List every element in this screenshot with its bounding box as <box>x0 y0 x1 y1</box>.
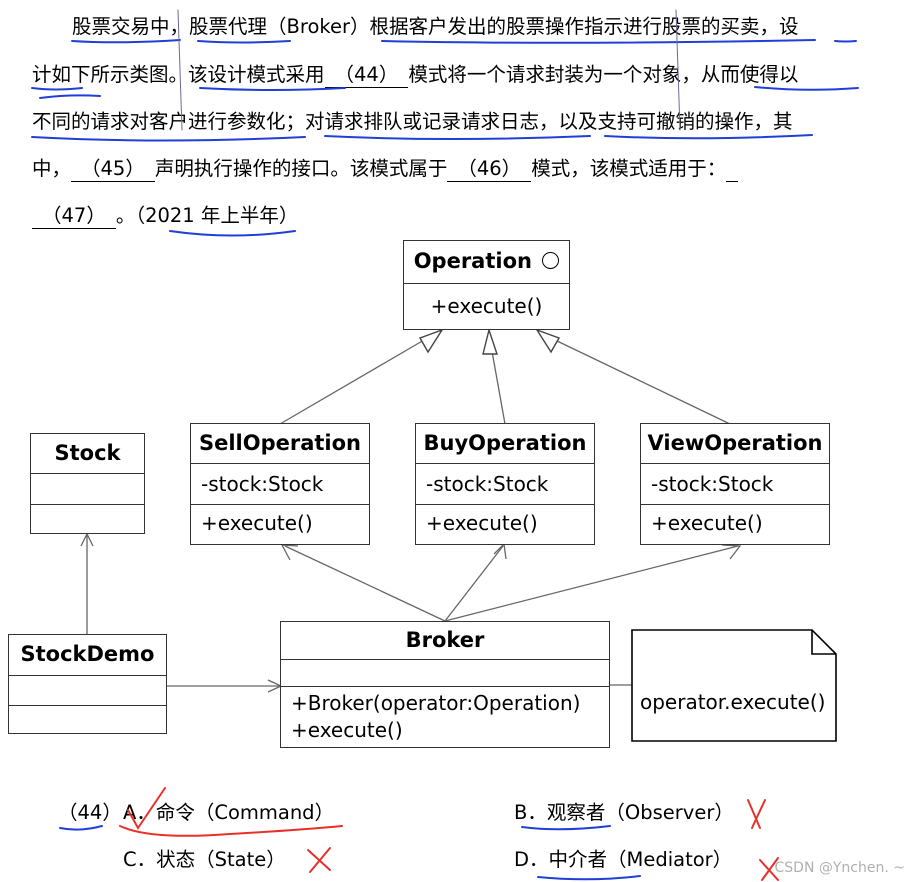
question-text: 计如下所示类图。该设计模式采用 <box>32 63 325 86</box>
underline-stroke <box>197 40 291 44</box>
class-attribute: -stock:Stock <box>416 464 594 505</box>
class-method: +execute() <box>651 511 763 535</box>
option-b: B．观察者（Observer） <box>514 801 734 824</box>
broker-to-view-line <box>444 545 739 622</box>
arrow-head-stock <box>80 532 94 547</box>
class-name: Stock <box>31 434 144 474</box>
option-d: D．中介者（Mediator） <box>514 848 733 871</box>
broker-to-buy-line <box>444 545 504 622</box>
underline-stroke <box>199 87 346 91</box>
class-method: +execute() <box>426 511 538 535</box>
class-name: Operation <box>413 249 532 273</box>
interface-circle-icon <box>542 252 560 269</box>
view-operation-class: ViewOperation -stock:Stock +execute() <box>640 423 830 545</box>
question-text: 。（2021 年上半年） <box>115 204 299 227</box>
arrow-head-view <box>721 544 742 560</box>
operation-class-title: Operation <box>404 241 569 284</box>
underline-stroke <box>169 230 296 237</box>
question-line-3: 不同的请求对客户进行参数化；对请求排队或记录请求日志，以及支持可撤销的操作，其 <box>32 110 793 134</box>
blank-46: （46） <box>447 157 532 182</box>
note-shape <box>631 629 837 742</box>
option-a: A．命令（Command） <box>123 801 335 824</box>
question-line-1: 股票交易中，股票代理（Broker）根据客户发出的股票操作指示进行股票的买卖，设 <box>72 15 799 39</box>
option-number: （44） <box>58 801 122 824</box>
blank-47: （47） <box>32 204 116 229</box>
underline-stroke <box>834 40 857 43</box>
question-text: 声明执行操作的接口。该模式属于 <box>154 157 448 180</box>
underline-stroke <box>604 134 813 140</box>
buy-operation-class: BuyOperation -stock:Stock +execute() <box>415 423 595 545</box>
triangle-head-sell <box>418 328 444 354</box>
arrow-head-buy <box>493 542 507 560</box>
blank-45: （45） <box>71 157 155 182</box>
question-line-2: 计如下所示类图。该设计模式采用（44）模式将一个请求封装为一个对象，从而使得以 <box>32 63 798 88</box>
sell-to-operation-line <box>279 339 425 425</box>
view-to-operation-line <box>554 339 731 425</box>
cross-mark-icon <box>747 799 766 829</box>
arrow-head-sell <box>280 544 299 561</box>
triangle-head-buy <box>482 327 498 355</box>
watermark: CSDN @Ynchen. ~ <box>774 860 905 876</box>
blank-tail: ​ <box>726 157 739 182</box>
class-name: SellOperation <box>191 424 369 464</box>
class-method-section: +Broker(operator:Operation) +execute() <box>281 687 609 747</box>
class-attribute: -stock:Stock <box>191 464 369 505</box>
class-method: +Broker(operator:Operation) <box>291 691 581 715</box>
underline-stroke <box>31 87 83 91</box>
class-name: ViewOperation <box>641 424 829 464</box>
operation-method: +execute() <box>430 294 543 318</box>
underline-stroke <box>119 825 343 837</box>
question-text: 股票交易中，股票代理（Broker）根据客户发出的股票操作指示进行股票的买卖，设 <box>72 15 799 38</box>
underline-stroke <box>324 135 591 140</box>
class-name: BuyOperation <box>416 424 594 464</box>
question-text: 中， <box>32 157 72 180</box>
underline-stroke <box>39 94 101 99</box>
note-fold <box>811 630 836 655</box>
question-line-4: 中，（45）声明执行操作的接口。该模式属于（46）模式，该模式适用于：​ <box>32 157 739 182</box>
class-attribute: -stock:Stock <box>641 464 829 505</box>
question-text: 模式，该模式适用于： <box>531 157 727 180</box>
underline-stroke <box>71 39 181 44</box>
triangle-head-view <box>535 328 561 354</box>
sell-operation-class: SellOperation -stock:Stock +execute() <box>190 423 370 545</box>
operation-class: Operation +execute() <box>403 240 570 330</box>
underline-stroke <box>31 136 306 142</box>
class-method: +execute() <box>291 718 403 742</box>
blank-44: （44） <box>324 63 409 88</box>
option-c: C．状态（State） <box>123 848 286 871</box>
class-method: +execute() <box>201 511 313 535</box>
stock-class: Stock <box>30 433 145 534</box>
underline-stroke <box>537 875 641 881</box>
class-attribute-section <box>9 676 166 706</box>
class-method-section <box>9 706 166 733</box>
class-attribute-section <box>31 474 144 505</box>
question-text: 不同的请求对客户进行参数化；对请求排队或记录请求日志，以及支持可撤销的操作，其 <box>32 110 793 133</box>
class-name: Broker <box>281 622 609 660</box>
note-text: operator.execute() <box>640 690 826 714</box>
question-line-5: （47）。（2021 年上半年） <box>32 204 298 229</box>
cross-mark-icon <box>307 847 331 873</box>
stockdemo-class: StockDemo <box>8 634 167 734</box>
underline-stroke <box>521 825 611 831</box>
question-text: 模式将一个请求封装为一个对象，从而使得以 <box>408 63 799 86</box>
class-attribute-section <box>281 660 609 687</box>
underline-stroke <box>59 825 103 831</box>
broker-to-sell-line <box>284 545 446 622</box>
class-name: StockDemo <box>9 635 166 676</box>
buy-to-operation-line <box>489 339 506 425</box>
underline-stroke <box>381 39 816 44</box>
broker-class: Broker +Broker(operator:Operation) +exec… <box>280 621 610 748</box>
class-method-section <box>31 505 144 533</box>
